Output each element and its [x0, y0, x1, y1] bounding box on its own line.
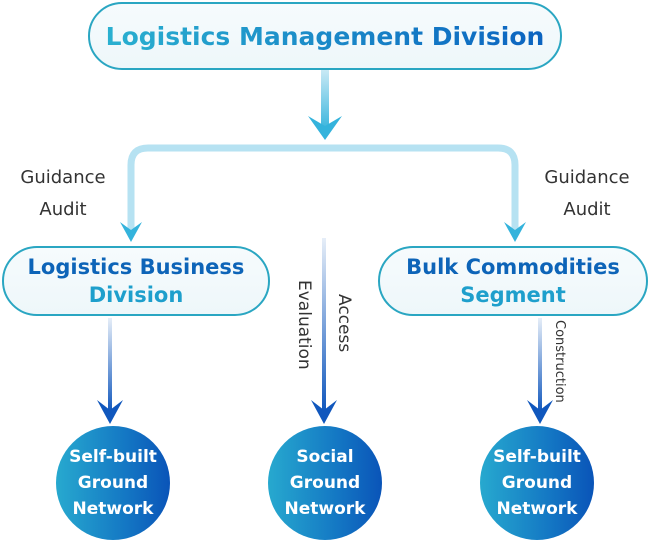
arrow-right-down [527, 400, 553, 424]
arrow-center-down [311, 400, 337, 424]
bottom-left-line1: Self-built [69, 447, 157, 467]
bottom-center-line3: Network [284, 499, 366, 519]
bulk-commodities-segment-node: Bulk Commodities Segment [378, 246, 648, 316]
self-built-ground-network-node-left: Self-built Ground Network [56, 426, 170, 540]
edge-label-evaluation: Evaluation [294, 280, 314, 370]
bottom-right-line2: Ground [501, 473, 573, 493]
logistics-management-division-node: Logistics Management Division [88, 2, 562, 70]
logistics-business-division-node: Logistics Business Division [2, 246, 270, 316]
edge-label-left-line2: Audit [39, 199, 87, 220]
bottom-left-line2: Ground [77, 473, 149, 493]
arrow-top [308, 116, 342, 140]
social-ground-network-node: Social Ground Network [268, 426, 382, 540]
bottom-center-line2: Ground [289, 473, 361, 493]
edge-label-left: Guidance Audit [8, 162, 118, 226]
mid-left-line2: Division [88, 283, 184, 307]
edge-label-construction: Construction [552, 320, 567, 403]
mid-right-line1: Bulk Commodities [406, 255, 620, 279]
connector-left-down [108, 318, 112, 412]
edge-label-access: Access [334, 294, 354, 353]
arrow-left-down [97, 400, 123, 424]
bottom-center-line1: Social [296, 447, 354, 467]
self-built-ground-network-node-right: Self-built Ground Network [480, 426, 594, 540]
connector-right-down [538, 318, 542, 412]
top-node-label: Logistics Management Division [105, 21, 545, 51]
mid-right-line2: Segment [460, 283, 566, 307]
connector-bracket [127, 144, 519, 232]
connector-top [321, 70, 329, 132]
bottom-right-line3: Network [496, 499, 578, 519]
edge-label-left-line1: Guidance [20, 167, 106, 188]
edge-label-right-line2: Audit [563, 199, 611, 220]
edge-label-right: Guidance Audit [532, 162, 642, 226]
arrow-left [120, 222, 142, 242]
mid-left-line1: Logistics Business [27, 255, 245, 279]
arrow-right [504, 222, 526, 242]
bottom-right-line1: Self-built [493, 447, 581, 467]
edge-label-right-line1: Guidance [544, 167, 630, 188]
bottom-left-line3: Network [72, 499, 154, 519]
connector-center-down [322, 238, 326, 412]
